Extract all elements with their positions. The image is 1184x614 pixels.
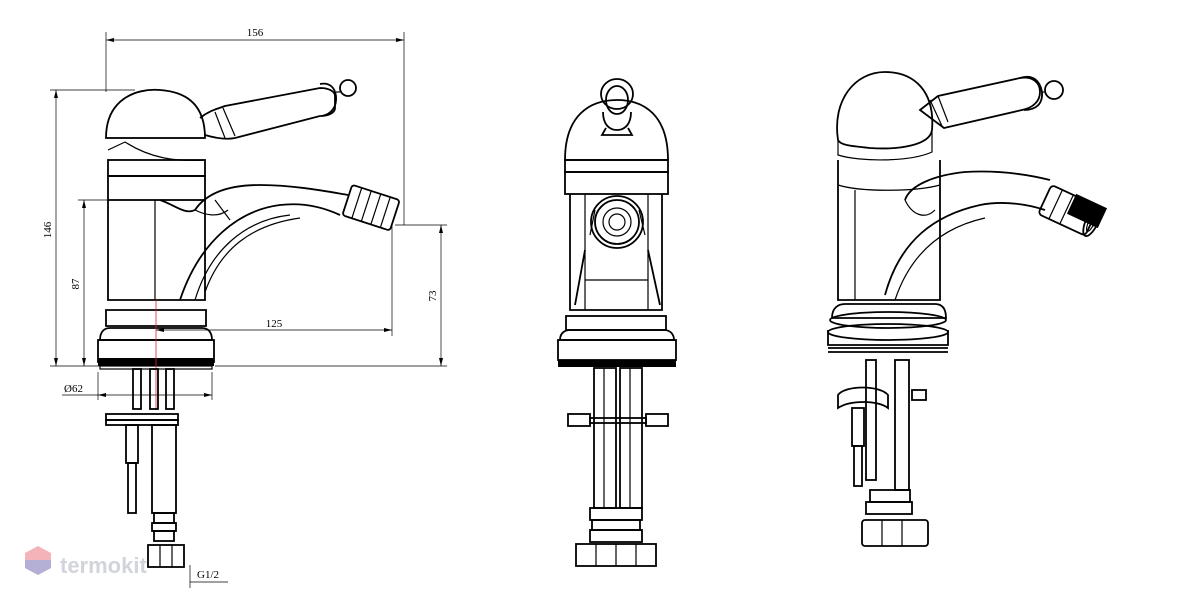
perspective-view — [827, 71, 1108, 547]
dim-diameter-label: Ø62 — [64, 383, 83, 395]
dim-87-label: 87 — [70, 278, 82, 290]
side-view: 156 146 87 125 — [42, 27, 447, 588]
faucet-side-outline — [97, 79, 400, 568]
dimension-spout-height: 73 — [215, 224, 447, 367]
dimension-spout-reach: 125 — [156, 225, 393, 336]
dim-125-label: 125 — [266, 318, 283, 330]
dim-73-label: 73 — [427, 290, 439, 302]
watermark-text: termokit — [60, 553, 147, 578]
dimension-overall-width: 156 — [105, 27, 405, 225]
logo-hexagon-icon — [25, 546, 51, 575]
dim-156-label: 156 — [247, 27, 264, 39]
dim-g12-label: G1/2 — [197, 569, 219, 581]
dimension-overall-height: 146 — [42, 89, 135, 367]
termokit-watermark: termokit — [25, 546, 147, 578]
dimension-body-height: 87 — [70, 199, 120, 366]
dim-146-label: 146 — [42, 221, 54, 238]
dimension-connection: G1/2 — [189, 565, 228, 588]
front-view — [557, 78, 677, 567]
dimension-base-diameter: Ø62 — [62, 372, 213, 400]
